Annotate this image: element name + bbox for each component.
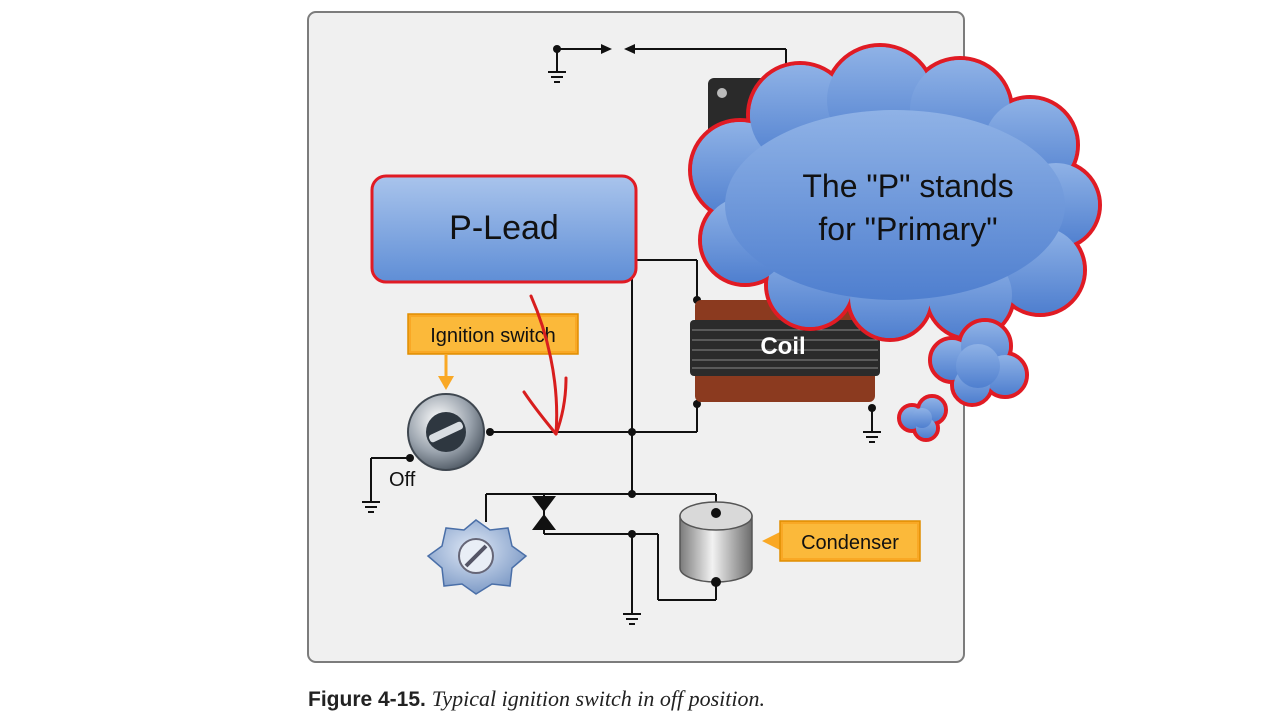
figure-number: Figure 4-15. (308, 688, 426, 711)
breaker-cam-icon (426, 519, 528, 595)
breaker-points-icon (532, 496, 556, 530)
p-lead-callout: P-Lead (370, 174, 638, 284)
junction-dots (406, 45, 876, 538)
arrowhead-icon (601, 44, 612, 54)
svg-text:Ignition switch: Ignition switch (430, 325, 556, 347)
figure-caption-text: Typical ignition switch in off position. (431, 686, 765, 711)
magneto-bolt-icon (717, 88, 727, 98)
arrowhead-icon (624, 44, 635, 54)
ground-icon (548, 71, 566, 83)
svg-text:The "P" stands: The "P" stands (802, 168, 1013, 204)
thought-cloud-callout: The "P" stands for "Primary" (688, 43, 1102, 442)
ignition-switch-knob (407, 393, 485, 471)
red-annotation-arrow (522, 294, 568, 436)
coil-label: Coil (760, 333, 805, 360)
condenser (679, 501, 753, 587)
svg-text:for "Primary": for "Primary" (818, 211, 997, 247)
off-label: Off (389, 469, 416, 491)
condenser-label: Condenser (762, 520, 921, 562)
ground-icon (623, 613, 641, 625)
svg-text:Condenser: Condenser (801, 532, 899, 554)
ground-icon (362, 501, 380, 513)
svg-text:P-Lead: P-Lead (449, 209, 559, 247)
circuit-wires (370, 48, 873, 614)
figure-caption: Figure 4-15. Typical ignition switch in … (308, 686, 765, 712)
ground-icon (863, 431, 881, 443)
